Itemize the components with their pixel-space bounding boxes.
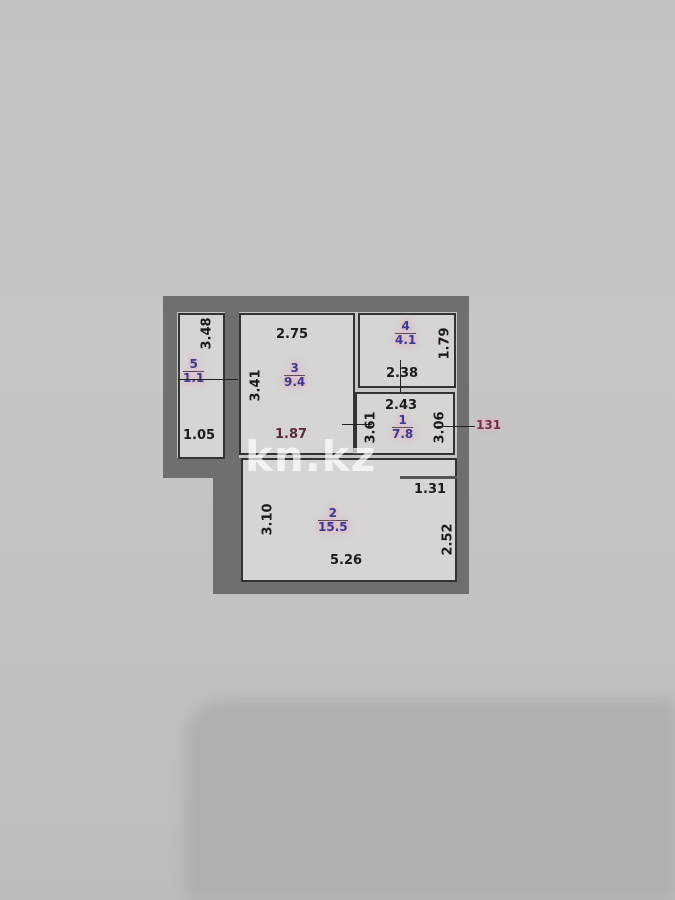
room-3[interactable] bbox=[239, 313, 355, 455]
leader-line-exterior bbox=[437, 426, 475, 427]
outer-wall-top bbox=[163, 296, 469, 312]
room-4-area: 4.1 bbox=[395, 333, 417, 347]
room-4-bottom-dim: 2.38 bbox=[386, 366, 419, 381]
room-5-area: 1.1 bbox=[183, 371, 205, 385]
room-2-bottom-dim: 5.26 bbox=[330, 553, 363, 568]
room-4[interactable] bbox=[358, 313, 456, 388]
room-3-top-dim: 2.75 bbox=[276, 327, 309, 342]
outer-wall-left-lower bbox=[213, 476, 241, 594]
room-2-number: 2 bbox=[318, 507, 348, 521]
room-5-top-dim: 3.48 bbox=[199, 317, 215, 350]
outer-wall-left bbox=[163, 296, 177, 478]
leader-line-room1 bbox=[342, 424, 372, 425]
room-3-area: 9.4 bbox=[284, 375, 306, 389]
room-2-label: 2 15.5 bbox=[318, 507, 348, 534]
room-1-number: 1 bbox=[392, 414, 414, 428]
photo-shadow bbox=[185, 700, 675, 900]
exterior-label: 131 bbox=[476, 418, 502, 432]
room-2-left-dim: 3.10 bbox=[260, 503, 276, 536]
outer-wall-right bbox=[457, 296, 469, 594]
outer-wall-bottom bbox=[213, 582, 469, 594]
room-5-number: 5 bbox=[183, 358, 205, 372]
room-3-label: 3 9.4 bbox=[284, 362, 306, 389]
leader-line-room4 bbox=[400, 360, 401, 392]
room-4-label: 4 4.1 bbox=[395, 320, 417, 347]
room-2-area: 15.5 bbox=[318, 520, 348, 534]
balcony-base bbox=[163, 458, 241, 478]
room-4-right-dim: 1.79 bbox=[437, 327, 453, 360]
niche-line bbox=[400, 476, 457, 479]
inner-wall-vertical bbox=[225, 312, 239, 458]
room-1-top-dim: 2.43 bbox=[385, 398, 418, 413]
leader-line-room5 bbox=[178, 379, 238, 380]
room-5-balcony[interactable] bbox=[178, 313, 225, 459]
room-5-label: 5 1.1 bbox=[183, 358, 205, 385]
room-1-right-dim: 3.06 bbox=[432, 411, 448, 444]
watermark: kn.kz bbox=[245, 432, 377, 481]
room-3-left-dim: 3.41 bbox=[248, 369, 264, 402]
room-2-right-dim: 2.52 bbox=[440, 523, 456, 556]
room-1[interactable] bbox=[355, 392, 455, 455]
room-5-bottom-dim: 1.05 bbox=[183, 428, 216, 443]
room-4-number: 4 bbox=[395, 320, 417, 334]
room-2-niche-dim: 1.31 bbox=[414, 482, 447, 497]
room-1-label: 1 7.8 bbox=[392, 414, 414, 441]
room-2[interactable] bbox=[241, 458, 457, 582]
room-3-bottom-dim: 1.87 bbox=[275, 427, 308, 442]
room-3-number: 3 bbox=[284, 362, 306, 376]
room-1-area: 7.8 bbox=[392, 427, 414, 441]
